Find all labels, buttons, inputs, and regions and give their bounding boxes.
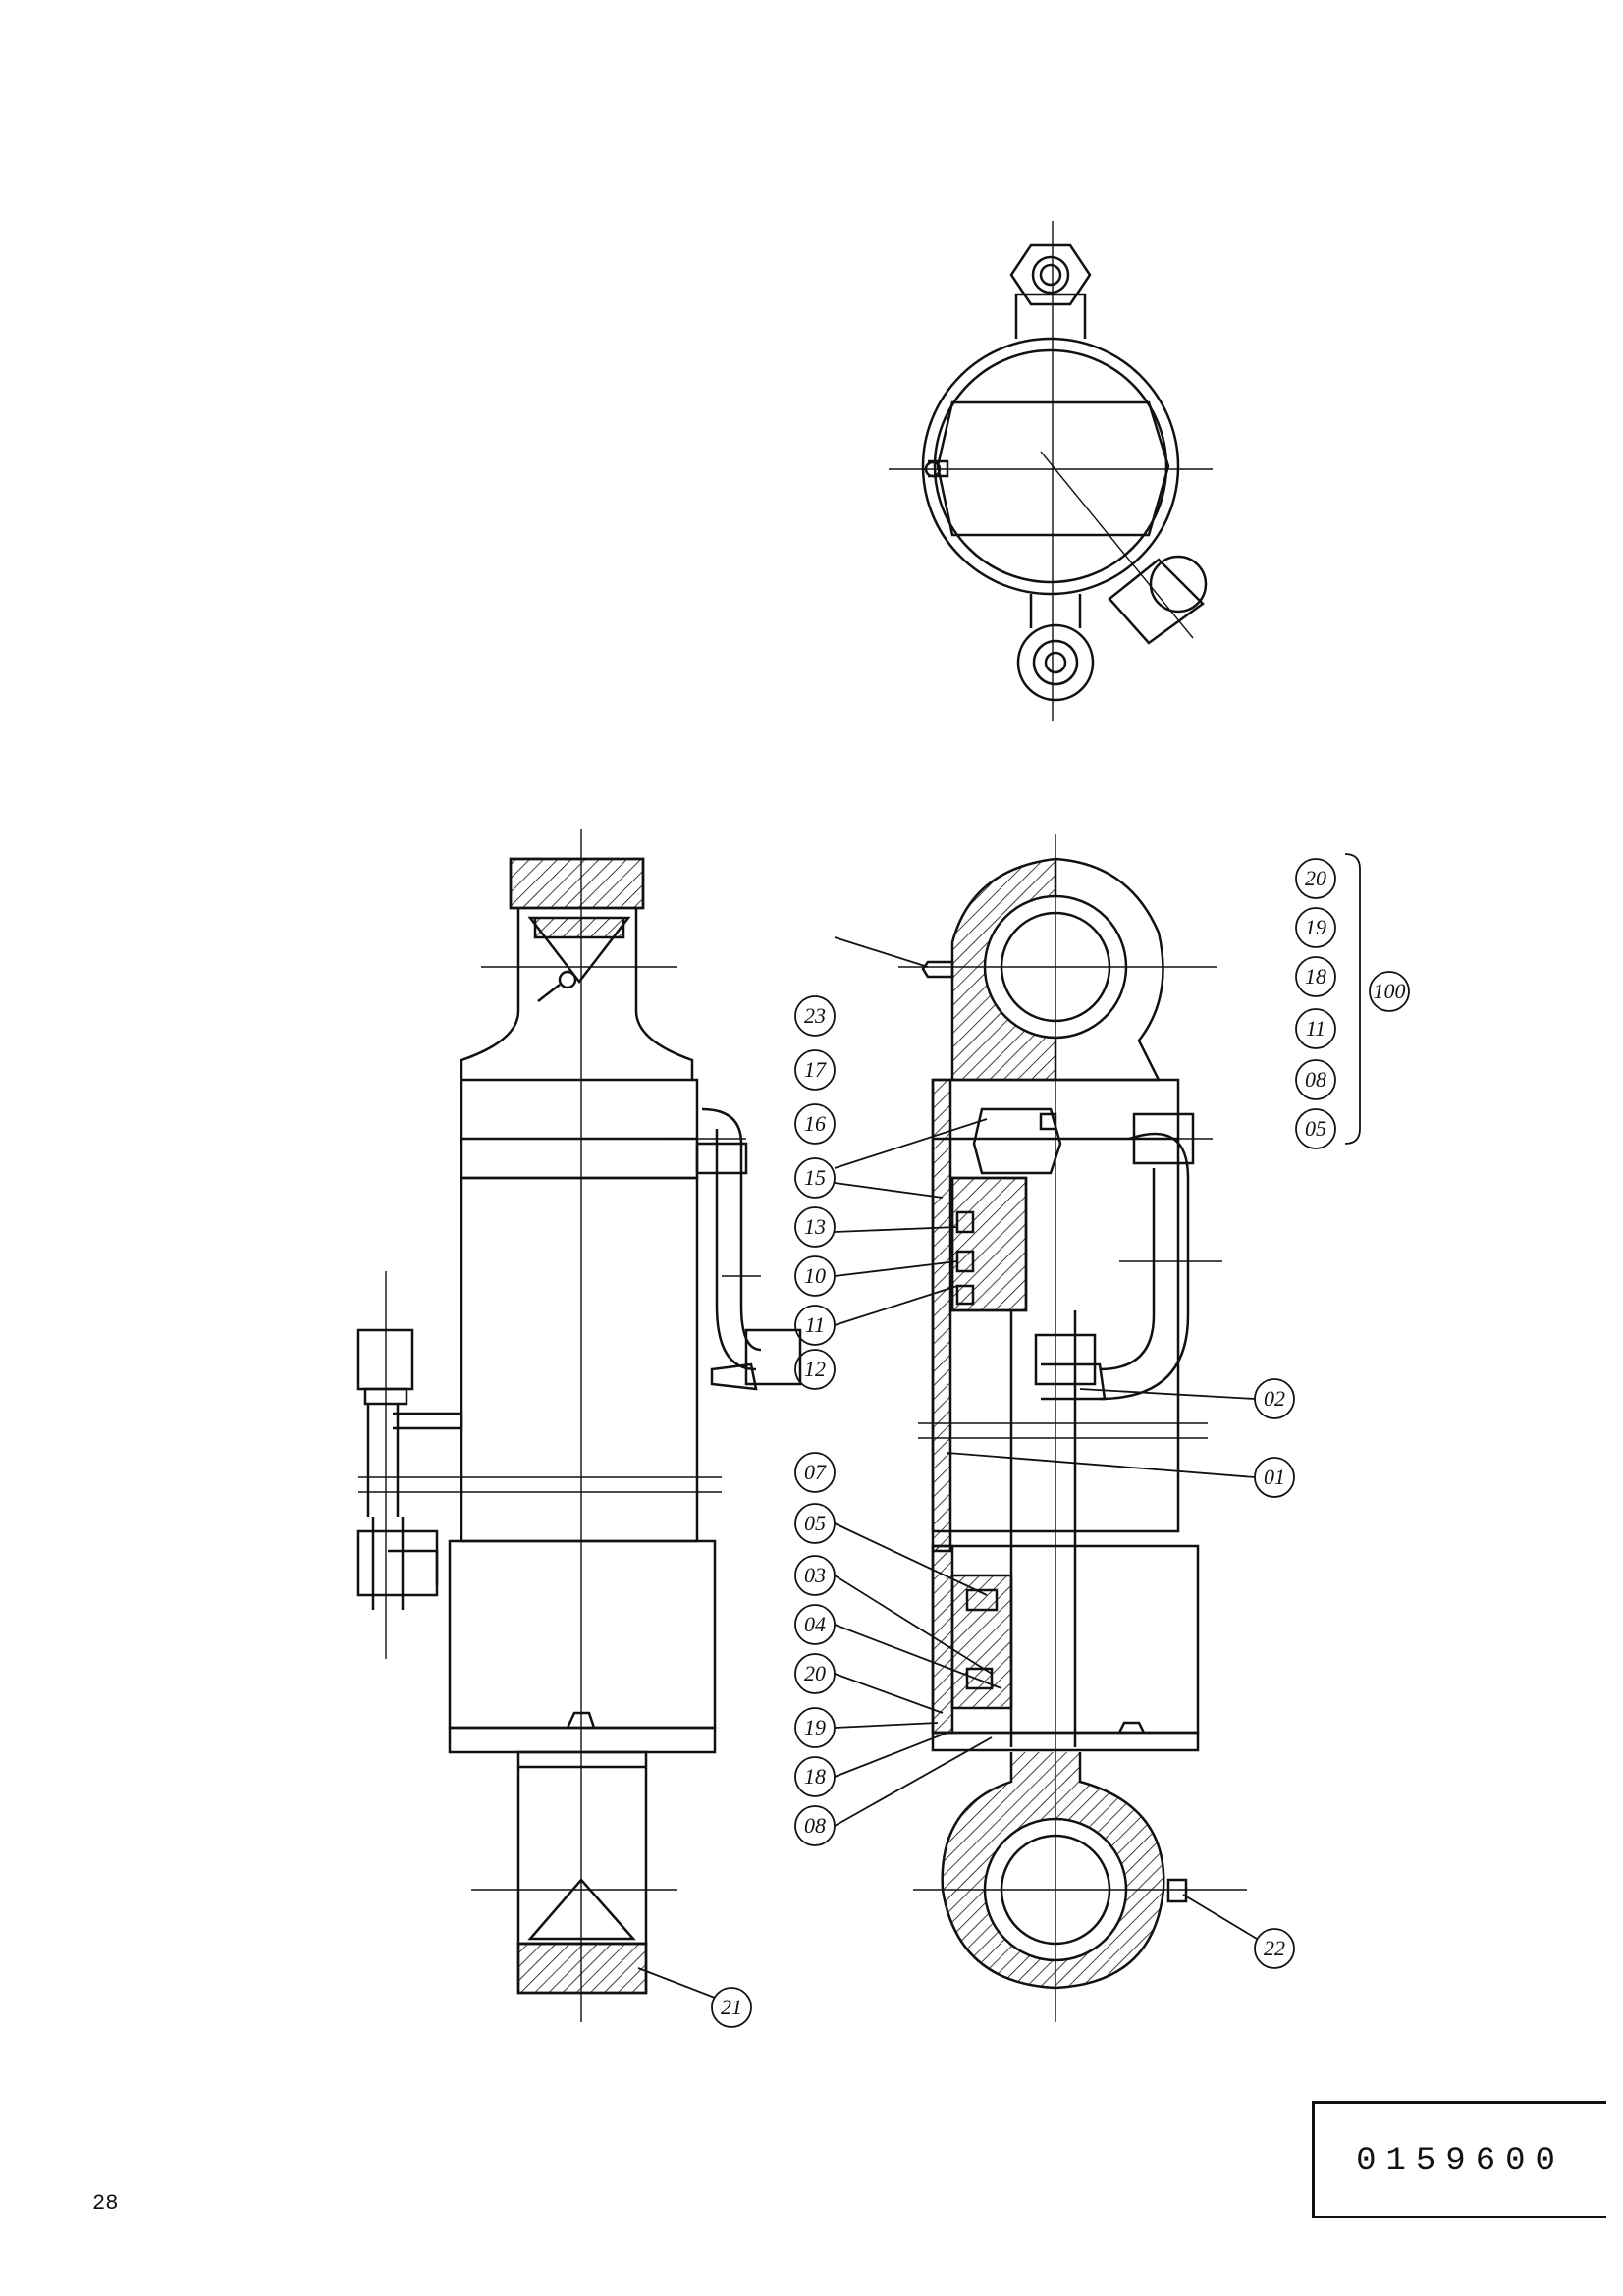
svg-text:13: 13	[804, 1214, 826, 1239]
svg-text:20: 20	[804, 1661, 826, 1685]
svg-text:07: 07	[804, 1460, 827, 1484]
svg-text:19: 19	[1305, 915, 1326, 939]
svg-text:22: 22	[1264, 1936, 1285, 1960]
svg-text:10: 10	[804, 1263, 826, 1288]
callout-labels: 23 17 16 15 13 10 11 12 07 05 03 04 20 1…	[721, 866, 1406, 2019]
svg-text:08: 08	[804, 1813, 826, 1838]
svg-text:05: 05	[804, 1511, 826, 1535]
svg-text:08: 08	[1305, 1067, 1326, 1092]
svg-text:11: 11	[805, 1312, 825, 1337]
document-number: 0159600	[1356, 2143, 1565, 2180]
svg-text:04: 04	[804, 1612, 826, 1636]
page-number: 28	[92, 2191, 119, 2216]
cylinder-external-view	[356, 829, 802, 2022]
callouts	[637, 853, 1410, 2028]
end-view	[889, 221, 1213, 721]
svg-text:100: 100	[1374, 979, 1406, 1003]
svg-text:02: 02	[1264, 1386, 1285, 1411]
svg-text:21: 21	[721, 1995, 742, 2019]
svg-text:05: 05	[1305, 1116, 1326, 1141]
svg-text:23: 23	[804, 1003, 826, 1028]
cylinder-section-view	[898, 834, 1247, 2022]
svg-text:15: 15	[804, 1165, 826, 1190]
svg-text:16: 16	[804, 1111, 826, 1136]
svg-text:20: 20	[1305, 866, 1326, 890]
svg-text:01: 01	[1264, 1465, 1285, 1489]
svg-text:18: 18	[1305, 964, 1326, 988]
svg-text:18: 18	[804, 1764, 826, 1789]
svg-text:19: 19	[804, 1715, 826, 1739]
document-number-box: 0159600	[1312, 2101, 1606, 2218]
svg-text:12: 12	[804, 1357, 826, 1381]
svg-text:11: 11	[1306, 1016, 1325, 1041]
svg-text:17: 17	[804, 1057, 827, 1082]
svg-text:03: 03	[804, 1563, 826, 1587]
